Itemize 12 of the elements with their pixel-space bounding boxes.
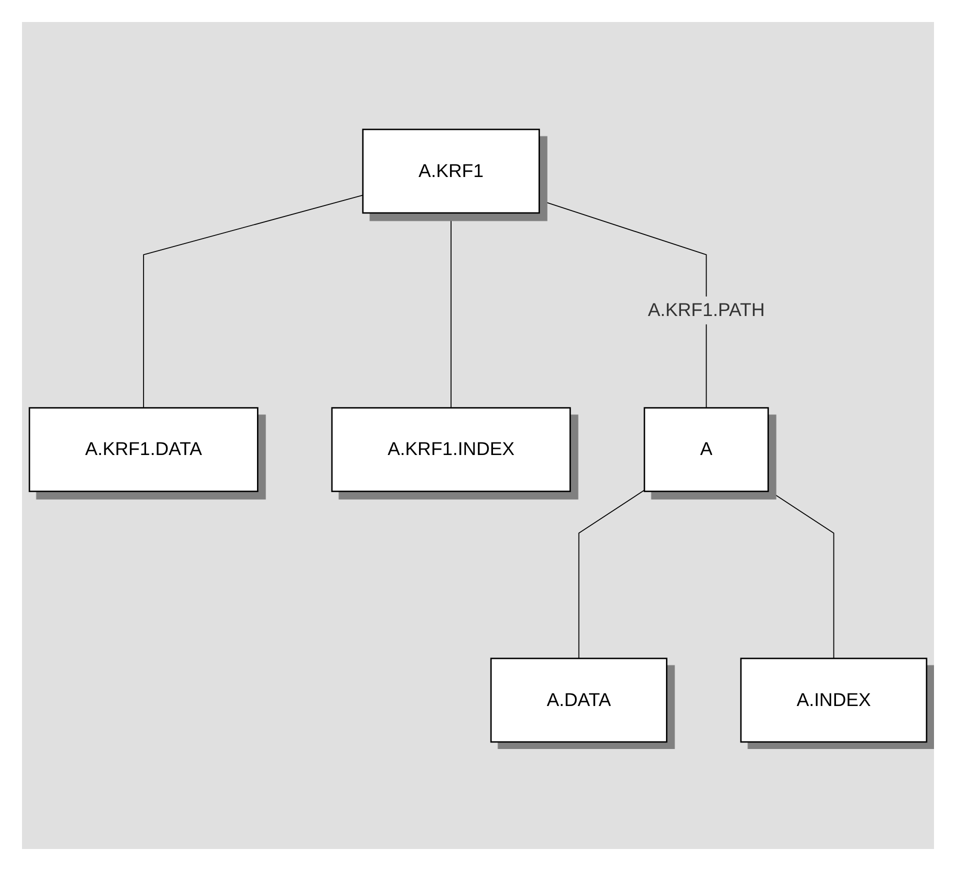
- connector: [768, 490, 834, 659]
- node-box: A.DATA: [490, 658, 668, 742]
- node-box: A.KRF1: [362, 128, 540, 214]
- node-box: A.INDEX: [740, 658, 928, 742]
- connector: [538, 199, 707, 408]
- node-box: A.KRF1.DATA: [28, 406, 258, 492]
- edge-label: A.KRF1.PATH: [648, 300, 765, 320]
- connector: [578, 490, 645, 659]
- node-box: A: [644, 406, 769, 492]
- connector: [450, 212, 452, 408]
- connector: [143, 194, 364, 408]
- node-box: A.KRF1.INDEX: [331, 406, 571, 492]
